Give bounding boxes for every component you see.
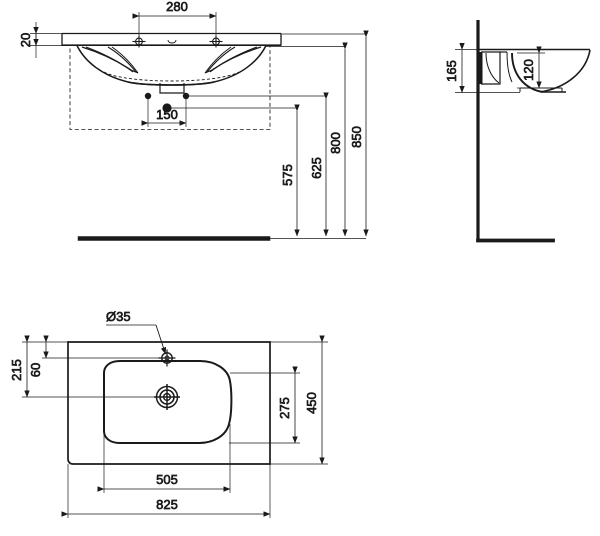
dim-top-thickness: 20 — [18, 33, 33, 47]
dim-overall-height: 850 — [349, 126, 364, 148]
side-elevation-view: 165 120 — [444, 20, 591, 243]
dim-tap-hole-diameter: Ø35 — [106, 309, 131, 324]
dim-bowl-depth: 120 — [521, 59, 536, 81]
dim-underside-height: 800 — [328, 132, 343, 154]
dim-supply-height: 625 — [309, 157, 324, 179]
front-elevation-view: 20 280 — [18, 0, 369, 241]
dim-tap-hole-spacing: 280 — [166, 0, 188, 14]
dim-back-to-taphole: 60 — [28, 363, 43, 377]
waste-outlet-plan — [154, 384, 180, 410]
dim-trap-height: 575 — [280, 164, 295, 186]
dim-overall-depth: 450 — [304, 392, 319, 414]
dim-basin-depth-total: 165 — [444, 60, 459, 82]
dim-back-to-waste: 215 — [9, 359, 24, 381]
dim-bowl-width: 505 — [156, 472, 178, 487]
dim-waste-offset: 150 — [156, 107, 178, 122]
service-point-left — [144, 92, 152, 100]
dim-bowl-depth-plan: 275 — [277, 397, 292, 419]
dim-overall-width: 825 — [156, 497, 178, 512]
plan-view: Ø35 60 215 275 450 505 825 — [9, 309, 328, 518]
